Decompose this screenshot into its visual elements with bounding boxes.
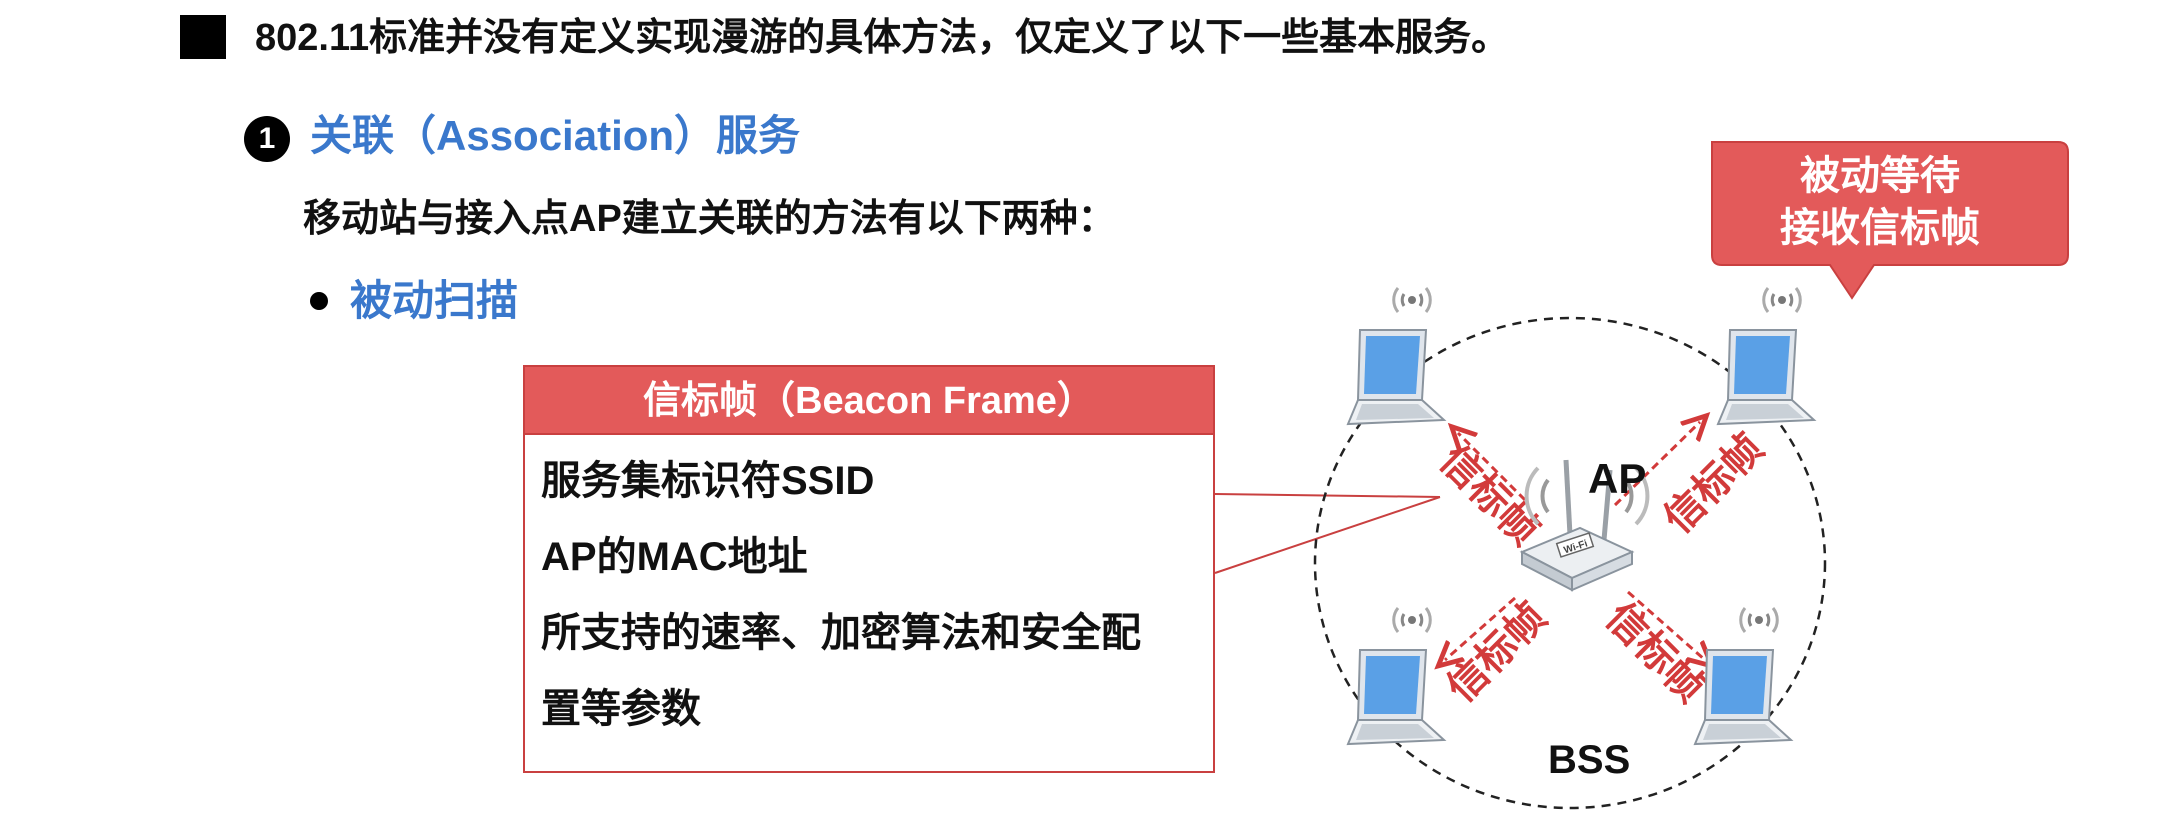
- laptop-icon: [1693, 606, 1793, 746]
- beacon-frame-box: 信标帧（Beacon Frame） 服务集标识符SSID AP的MAC地址 所支…: [523, 365, 1215, 773]
- section-title: 关联（Association）服务: [310, 112, 801, 159]
- bss-label: BSS: [1548, 738, 1631, 782]
- beacon-field-line: 置等参数: [541, 687, 701, 731]
- beacon-label: 信标帧: [1439, 595, 1555, 711]
- arrow-to-bottom-right: [1627, 590, 1705, 660]
- beacon-label: 信标帧: [1656, 426, 1772, 542]
- square-bullet-icon: [180, 15, 226, 59]
- numbered-bullet-icon: 1: [244, 116, 290, 162]
- dot-bullet-icon: [310, 292, 328, 310]
- callout-line: 接收信标帧: [1780, 206, 1980, 250]
- beacon-field-line: 所支持的速率、加密算法和安全配: [541, 611, 1141, 655]
- bss-boundary: [1313, 316, 1827, 810]
- ap-label: AP: [1588, 455, 1647, 502]
- arrow-to-top-left: [1458, 433, 1527, 502]
- router-icon: Wi-Fi: [1519, 459, 1650, 592]
- beacon-field-item: 服务集标识符SSID: [541, 459, 875, 503]
- callout-line: 被动等待: [1800, 154, 1960, 198]
- section-intro: 移动站与接入点AP建立关联的方法有以下两种：: [303, 198, 1116, 240]
- page-heading: 802.11标准并没有定义实现漫游的具体方法，仅定义了以下一些基本服务。: [255, 17, 1510, 59]
- connector-line: [1214, 496, 1441, 574]
- beacon-field-item: 所支持的速率、加密算法和安全配 置等参数: [541, 607, 1193, 735]
- arrow-to-bottom-left: [1445, 596, 1516, 660]
- callout-bubble: [1711, 141, 2069, 300]
- laptop-icon: [1346, 286, 1446, 426]
- laptop-icon: [1346, 606, 1446, 746]
- beacon-frame-header: 信标帧（Beacon Frame）: [525, 367, 1213, 435]
- method-label: 被动扫描: [350, 277, 519, 324]
- beacon-field-list: 服务集标识符SSID AP的MAC地址 所支持的速率、加密算法和安全配 置等参数: [541, 455, 1193, 759]
- beacon-label: 信标帧: [1431, 438, 1547, 554]
- laptop-icon: [1716, 286, 1816, 426]
- beacon-field-item: AP的MAC地址: [541, 535, 808, 579]
- connector-line: [1214, 493, 1441, 498]
- callout-text: 被动等待 接收信标帧: [1700, 150, 2060, 254]
